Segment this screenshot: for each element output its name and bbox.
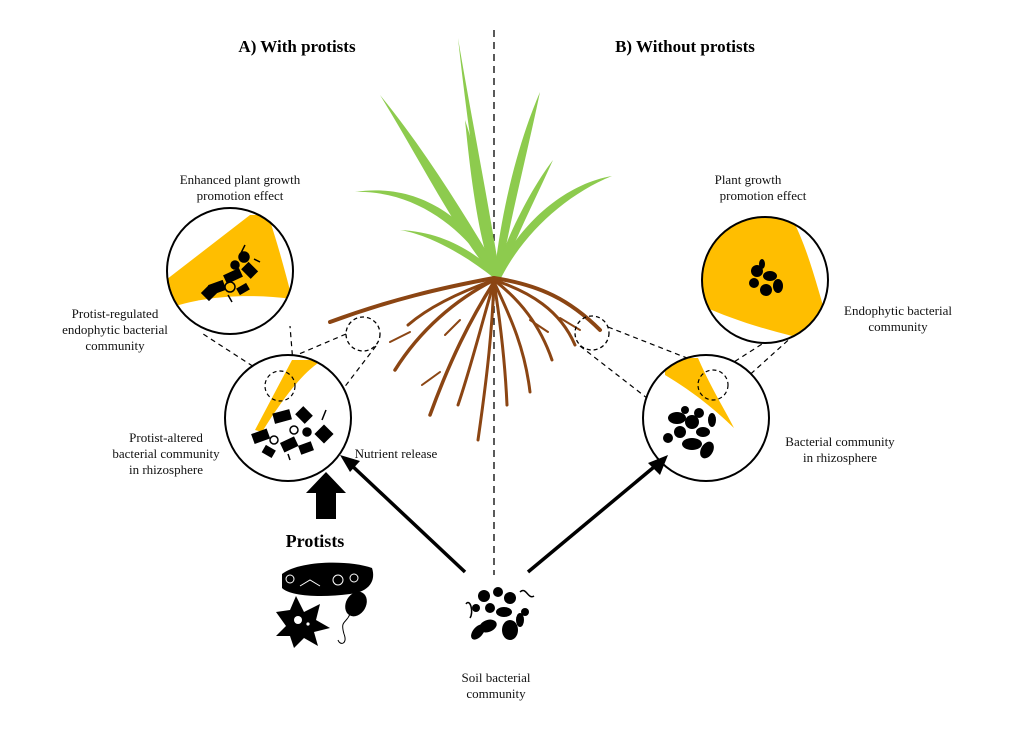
protist-effect-arrow <box>306 472 346 519</box>
label-protist-endophytic: Protist-regulated endophytic bacterial c… <box>62 306 168 353</box>
svg-text:promotion effect: promotion effect <box>197 188 284 203</box>
right-panel-title: B) Without protists <box>615 37 755 56</box>
left-endophytic-circle <box>166 207 294 335</box>
svg-text:in rhizosphere: in rhizosphere <box>129 462 203 477</box>
label-protists: Protists <box>286 531 345 551</box>
svg-text:Bacterial community: Bacterial community <box>785 434 895 449</box>
altered-bacteria-icon <box>251 406 334 461</box>
arrow-soil-to-left <box>340 455 467 574</box>
svg-text:community: community <box>868 319 928 334</box>
svg-text:community: community <box>466 686 526 701</box>
svg-text:Soil bacterial: Soil bacterial <box>462 670 531 685</box>
svg-text:Protist-altered: Protist-altered <box>129 430 203 445</box>
svg-text:endophytic bacterial: endophytic bacterial <box>62 322 168 337</box>
soil-bacteria-icon <box>465 587 535 640</box>
svg-text:Endophytic bacterial: Endophytic bacterial <box>844 303 952 318</box>
label-enhanced-growth: Enhanced plant growth promotion effect <box>180 172 301 203</box>
altered-bacteria-icon <box>200 244 261 303</box>
inner-zoom-ring-left <box>264 370 296 402</box>
left-rhizosphere-circle <box>224 354 352 482</box>
right-rhizosphere-circle <box>642 354 770 482</box>
svg-text:in rhizosphere: in rhizosphere <box>803 450 877 465</box>
root-tip-zoom-right <box>574 315 610 351</box>
arrow-soil-to-right <box>526 455 668 574</box>
right-endophytic-circle <box>701 216 829 344</box>
svg-text:Enhanced plant growth: Enhanced plant growth <box>180 172 301 187</box>
label-rhizosphere: Bacterial community in rhizosphere <box>785 434 895 465</box>
protists-icon <box>276 562 374 648</box>
left-panel-title: A) With protists <box>238 37 356 56</box>
native-bacteria-icon <box>749 259 783 296</box>
svg-text:Plant growth: Plant growth <box>715 172 782 187</box>
label-nutrient-release: Nutrient release <box>355 446 438 461</box>
svg-text:Protist-regulated: Protist-regulated <box>72 306 159 321</box>
svg-text:community: community <box>85 338 145 353</box>
plant-leaves-icon <box>355 38 612 280</box>
root-tip-zoom-left <box>345 316 381 352</box>
label-protist-rhizosphere: Protist-altered bacterial community in r… <box>112 430 220 477</box>
label-endophytic: Endophytic bacterial community <box>844 303 952 334</box>
svg-text:bacterial community: bacterial community <box>112 446 220 461</box>
inner-zoom-ring-right <box>697 369 729 401</box>
native-bacteria-icon <box>663 406 716 459</box>
svg-text:promotion effect: promotion effect <box>720 188 807 203</box>
label-soil-community: Soil bacterial community <box>462 670 531 701</box>
label-plant-growth: Plant growth promotion effect <box>715 172 807 203</box>
plant-roots-icon <box>328 276 602 442</box>
